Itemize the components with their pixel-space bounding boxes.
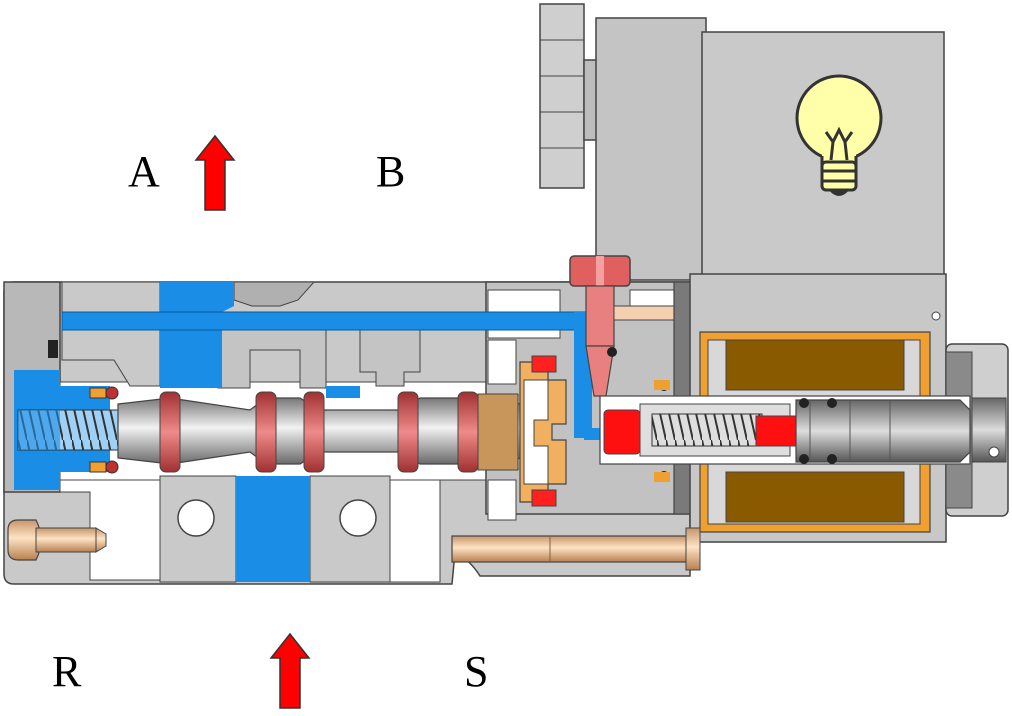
port-label-r: R: [52, 647, 82, 696]
mounting-bolt-left: [7, 519, 107, 561]
port-label-a: A: [128, 147, 160, 196]
light-bulb-icon: [795, 74, 883, 196]
piston-seals: [89, 386, 119, 474]
pilot-piston: [519, 355, 567, 507]
port-label-b: B: [376, 147, 406, 196]
arrow-up-icon: [269, 632, 311, 709]
armature: [599, 380, 971, 482]
mounting-bolt-right: [451, 527, 701, 571]
manual-override-screw: [569, 255, 675, 397]
connector-plug: [539, 3, 945, 283]
arrow-up-icon: [194, 134, 236, 211]
port-label-s: S: [464, 647, 489, 696]
spool: [117, 391, 521, 473]
